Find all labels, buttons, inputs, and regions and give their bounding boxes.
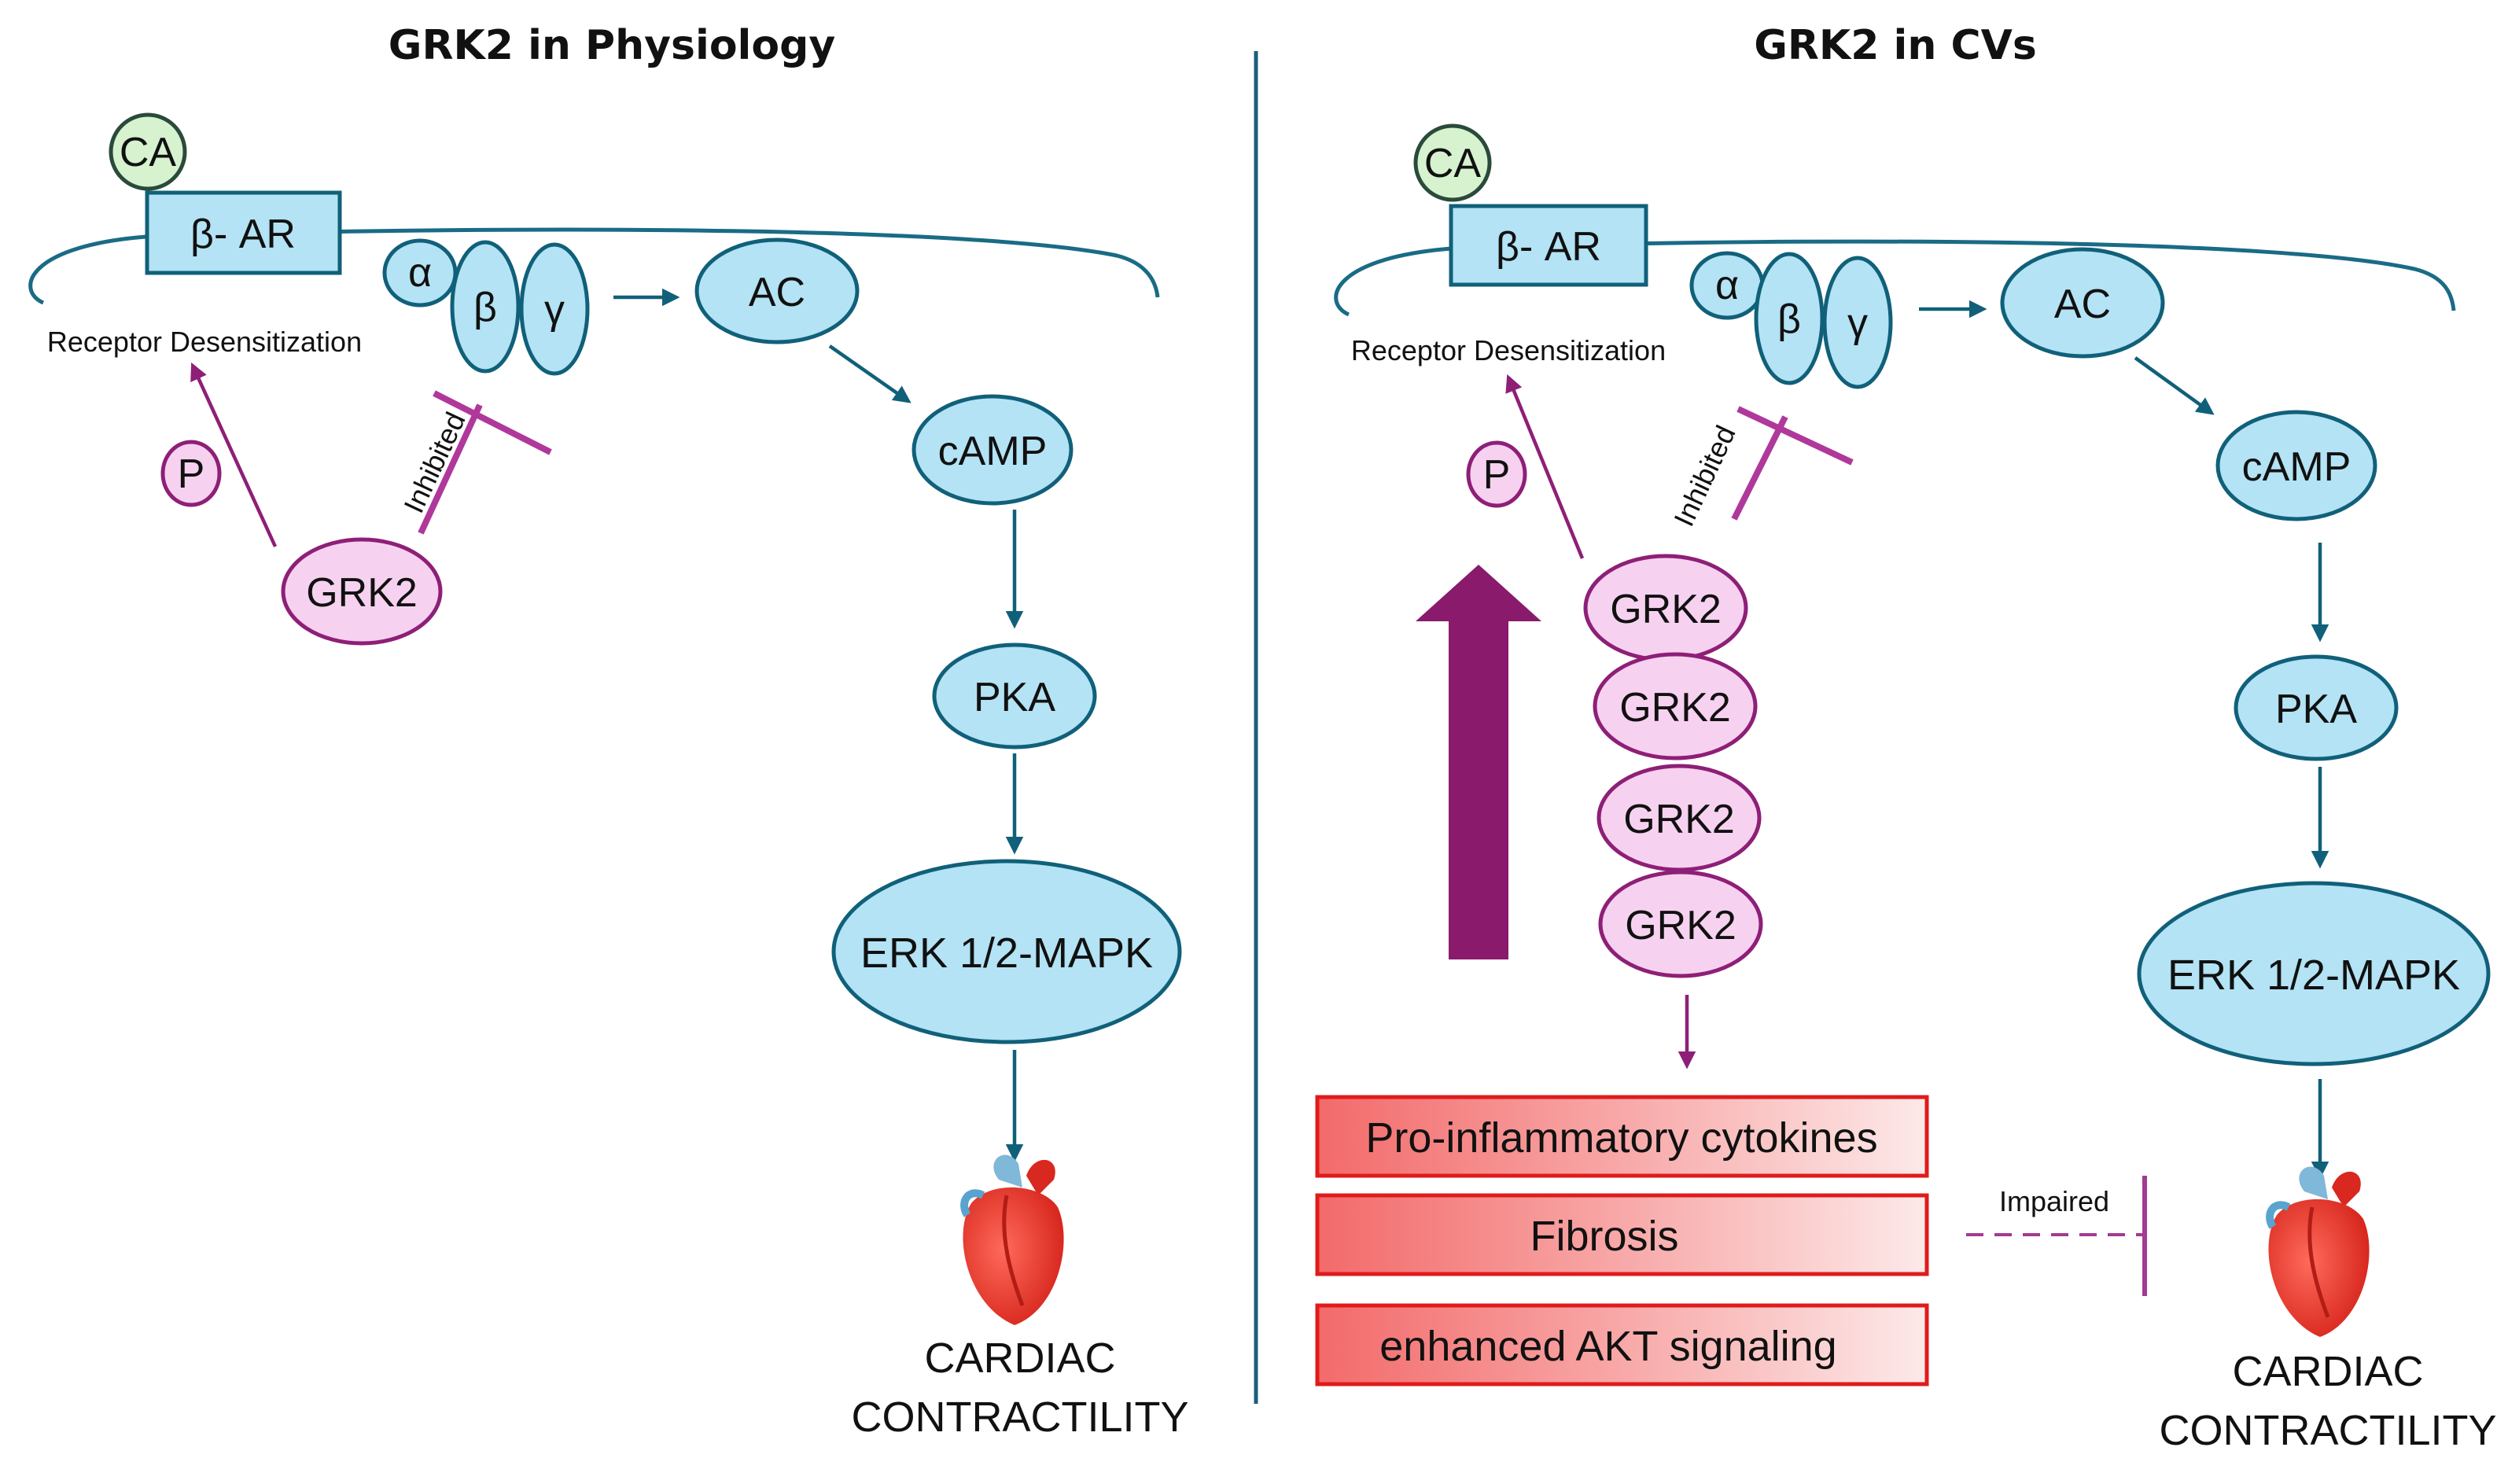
inhibition-marker: Inhibited	[397, 390, 552, 535]
beta-ar-receptor-cv: β- AR	[1449, 204, 1648, 287]
g-alpha-label-cv: α	[1715, 263, 1739, 308]
arrow-grk2-to-desensitization-cv	[1505, 374, 1585, 559]
effect-box: Pro-inflammatory cytokines	[1315, 1095, 1929, 1178]
g-beta-label-cv: β	[1777, 296, 1801, 342]
left-outcome-line1: CARDIAC	[924, 1335, 1115, 1382]
grk2-node: GRK2	[281, 537, 443, 646]
erk-node-cv: ERK 1/2-MAPK	[2137, 881, 2491, 1066]
g-beta-subunit-cv	[1754, 252, 1825, 385]
erk-node: ERK 1/2-MAPK	[831, 859, 1182, 1044]
inhibition-marker-cv: Inhibited	[1667, 406, 1854, 532]
heart-icon-cv	[2266, 1166, 2370, 1337]
arrow-ac-to-camp	[828, 344, 911, 403]
svg-text:GRK2: GRK2	[306, 570, 418, 616]
svg-text:PKA: PKA	[2275, 687, 2357, 732]
g-beta-subunit	[450, 240, 521, 374]
svg-text:cAMP: cAMP	[2242, 444, 2351, 490]
g-gamma-label-cv: γ	[1847, 300, 1868, 346]
svg-text:cAMP: cAMP	[938, 429, 1048, 474]
grk2-stack-label: GRK2	[1610, 587, 1722, 632]
pka-node: PKA	[932, 643, 1097, 749]
left-panel-title: GRK2 in Physiology	[389, 22, 835, 69]
svg-text:β- AR: β- AR	[190, 212, 296, 257]
effect-label: enhanced AKT signaling	[1379, 1323, 1836, 1370]
svg-text:AC: AC	[2054, 282, 2111, 327]
impaired-marker: Impaired	[1966, 1176, 2147, 1296]
left-panel: GRK2 in Physiology CA β- AR α β γ AC	[28, 22, 1189, 1441]
grk2-stack-label: GRK2	[1623, 797, 1735, 842]
right-inhibited-label: Inhibited	[1667, 421, 1742, 532]
svg-text:P: P	[178, 451, 205, 497]
right-outcome-line2: CONTRACTILITY	[2159, 1407, 2496, 1454]
impaired-label: Impaired	[1999, 1185, 2109, 1217]
grk2-stack: GRK2 GRK2 GRK2 GRK2	[1583, 554, 1763, 978]
right-panel-title: GRK2 in CVs	[1754, 22, 2037, 69]
effect-box: enhanced AKT signaling	[1315, 1303, 1929, 1386]
svg-text:CA: CA	[120, 130, 177, 175]
cell-membrane	[28, 227, 1160, 305]
arrow-grk2-to-desensitization	[190, 362, 278, 547]
right-outcome-line1: CARDIAC	[2232, 1348, 2423, 1395]
left-desensitization-label: Receptor Desensitization	[47, 326, 362, 358]
ca-ligand-cv: CA	[1413, 123, 1492, 202]
svg-text:AC: AC	[749, 270, 805, 315]
g-alpha-label: α	[408, 250, 432, 296]
camp-node: cAMP	[911, 394, 1074, 506]
svg-text:β- AR: β- AR	[1496, 224, 1601, 270]
svg-text:PKA: PKA	[974, 675, 1055, 720]
ca-ligand: CA	[109, 112, 187, 191]
camp-node-cv: cAMP	[2215, 410, 2377, 521]
g-gamma-subunit	[519, 242, 590, 376]
left-outcome-line2: CONTRACTILITY	[851, 1394, 1188, 1441]
grk2-stack-item	[1593, 652, 1758, 760]
grk2-stack-item	[1598, 870, 1763, 978]
svg-text:P: P	[1483, 452, 1511, 498]
g-beta-label: β	[473, 285, 497, 330]
phospho-p-node: P	[160, 440, 222, 507]
svg-text:ERK 1/2-MAPK: ERK 1/2-MAPK	[860, 930, 1153, 977]
g-gamma-label: γ	[544, 287, 565, 333]
arrow-ac-to-camp-cv	[2134, 356, 2215, 415]
grk2-stack-label: GRK2	[1625, 903, 1736, 948]
right-desensitization-label: Receptor Desensitization	[1351, 334, 1666, 366]
g-protein: α β γ	[382, 238, 590, 376]
cell-membrane-cv	[1334, 239, 2456, 317]
g-gamma-subunit-cv	[1822, 256, 1893, 389]
heart-icon	[960, 1154, 1064, 1325]
right-panel: GRK2 in CVs CA β- AR α β γ AC cAMP	[1315, 22, 2497, 1454]
g-protein-cv: α β γ	[1689, 251, 1893, 389]
grk2-stack-label: GRK2	[1619, 685, 1731, 731]
effect-label: Pro-inflammatory cytokines	[1365, 1114, 1877, 1162]
svg-text:CA: CA	[1424, 141, 1482, 186]
ac-node-cv: AC	[2000, 247, 2165, 359]
upregulation-arrow-icon	[1416, 565, 1541, 959]
svg-text:ERK 1/2-MAPK: ERK 1/2-MAPK	[2167, 952, 2460, 999]
grk2-stack-item	[1597, 764, 1762, 872]
beta-ar-receptor: β- AR	[145, 190, 342, 275]
pka-node-cv: PKA	[2234, 654, 2399, 761]
phospho-p-node-cv: P	[1466, 440, 1527, 508]
effect-box: Fibrosis	[1315, 1193, 1929, 1276]
ac-node: AC	[694, 238, 860, 344]
effect-label: Fibrosis	[1530, 1213, 1678, 1260]
